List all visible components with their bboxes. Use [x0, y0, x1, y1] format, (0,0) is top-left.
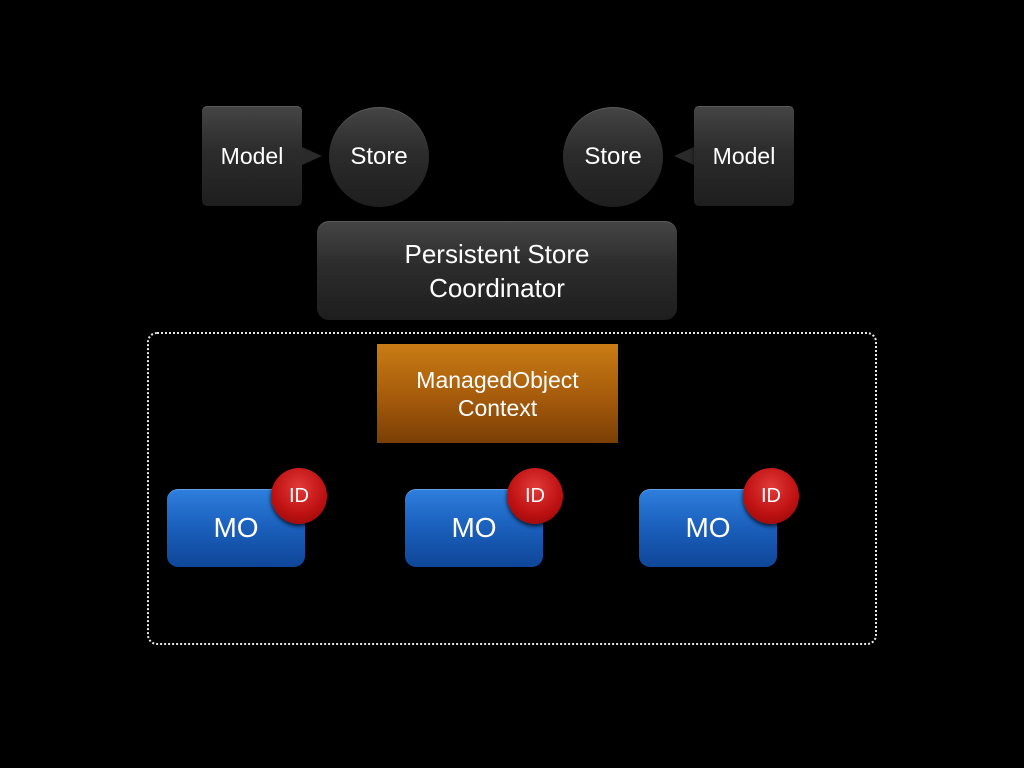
- right-model-label: Model: [712, 142, 776, 169]
- object-id-label: ID: [525, 484, 545, 507]
- managed-object-node: MO: [167, 489, 305, 567]
- right-model-node: Model: [694, 106, 794, 206]
- object-id-badge: ID: [271, 468, 327, 524]
- left-model-node: Model: [202, 106, 302, 206]
- context-line1: ManagedObject: [416, 366, 579, 393]
- right-store-label: Store: [584, 143, 642, 170]
- left-store-label: Store: [350, 143, 408, 170]
- managed-object-label: MO: [685, 512, 731, 543]
- object-id-label: ID: [761, 484, 781, 507]
- right-store-node: Store: [563, 107, 663, 207]
- left-model-label: Model: [220, 142, 284, 169]
- managed-object-node: MO: [405, 489, 543, 567]
- object-id-label: ID: [289, 484, 309, 507]
- managed-object-label: MO: [213, 512, 259, 543]
- persistent-store-coordinator-node: Persistent Store Coordinator: [317, 221, 677, 320]
- right-model-to-store-arrow: [674, 147, 694, 165]
- object-id-badge: ID: [743, 468, 799, 524]
- coordinator-line2: Coordinator: [429, 272, 565, 303]
- left-store-node: Store: [329, 107, 429, 207]
- context-boundary: [147, 332, 877, 645]
- managed-object-label: MO: [451, 512, 497, 543]
- coordinator-line1: Persistent Store: [404, 238, 590, 269]
- context-line2: Context: [457, 394, 538, 421]
- managed-object-context-node: ManagedObject Context: [377, 344, 618, 443]
- object-id-badge: ID: [507, 468, 563, 524]
- left-model-to-store-arrow: [302, 147, 322, 165]
